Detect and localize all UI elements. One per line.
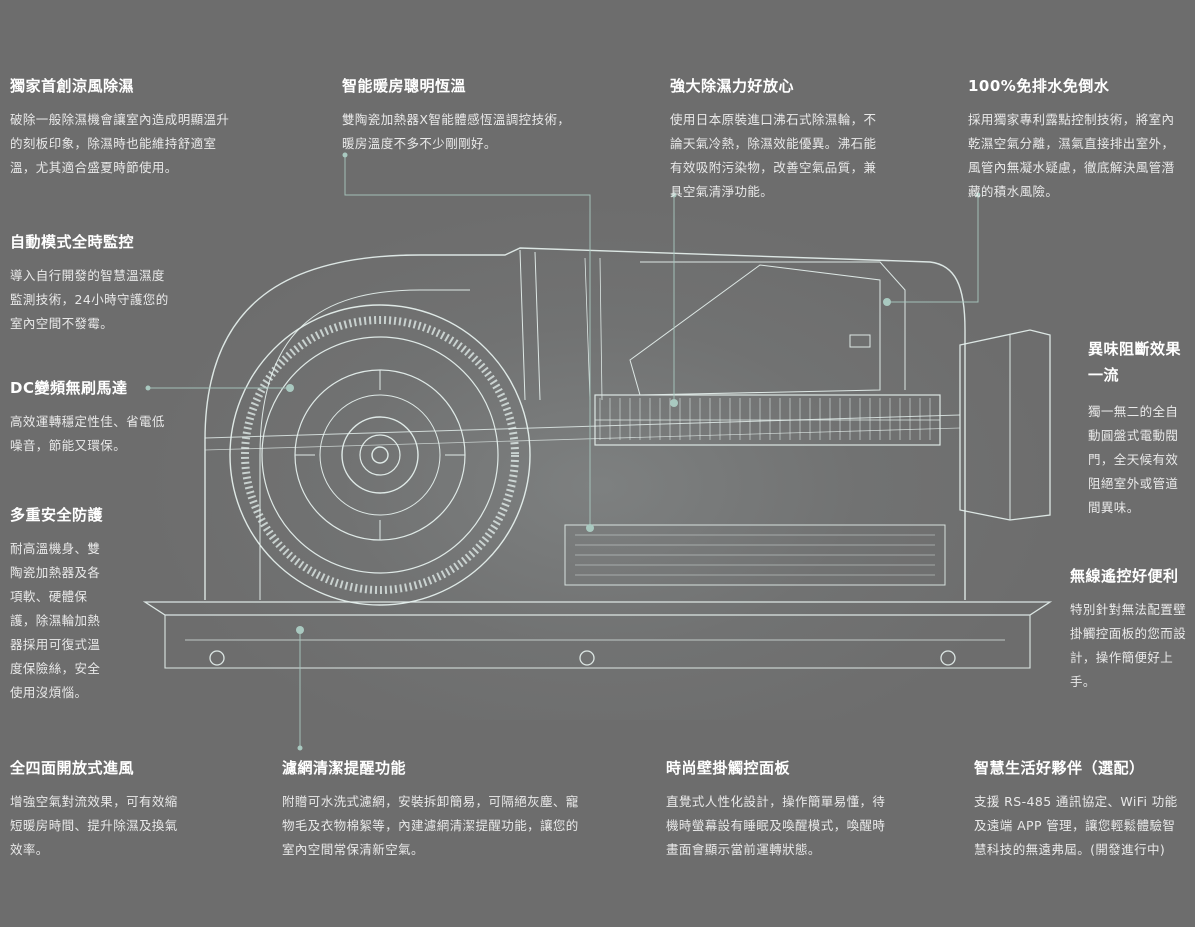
feature-auto-monitor: 自動模式全時監控 導入自行開發的智慧溫濕度監測技術，24小時守護您的室內空間不發… bbox=[10, 232, 170, 336]
housing-outline bbox=[204, 247, 966, 600]
product-glow bbox=[140, 200, 1060, 720]
feature-remote-control: 無線遙控好便利 特別針對無法配置壁掛觸控面板的您而設計，操作簡便好上手。 bbox=[1070, 566, 1188, 694]
feature-title: 智慧生活好夥伴（選配） bbox=[974, 759, 1145, 777]
callout-dots bbox=[145, 152, 981, 751]
feature-title: 無線遙控好便利 bbox=[1070, 567, 1179, 585]
feature-title: 智能暖房聰明恆溫 bbox=[342, 77, 467, 95]
feature-title: 自動模式全時監控 bbox=[10, 233, 135, 251]
damper-box bbox=[959, 329, 1051, 521]
feature-description: 增強空氣對流效果，可有效縮短暖房時間、提升除濕及換氣效率。 bbox=[10, 794, 178, 857]
feature-title: 多重安全防護 bbox=[10, 506, 104, 524]
feature-title: 獨家首創涼風除濕 bbox=[10, 77, 135, 95]
feature-description: 獨一無二的全自動圓盤式電動閥門，全天候有效阻絕室外或管道間異味。 bbox=[1088, 404, 1179, 515]
bottom-panel bbox=[142, 601, 1053, 669]
callout-lines bbox=[148, 155, 979, 748]
feature-title: 強大除濕力好放心 bbox=[670, 77, 795, 95]
feature-description: 特別針對無法配置壁掛觸控面板的您而設計，操作簡便好上手。 bbox=[1070, 602, 1187, 689]
feature-title: 全四面開放式進風 bbox=[10, 759, 135, 777]
feature-description: 耐高溫機身、雙陶瓷加熱器及各項軟、硬體保護，除濕輪加熱器採用可復式溫度保險絲，安… bbox=[10, 541, 101, 700]
feature-description: 直覺式人性化設計，操作簡單易懂，待機時螢幕設有睡眠及喚醒模式，喚醒時畫面會顯示當… bbox=[666, 794, 886, 857]
feature-smart-heating: 智能暖房聰明恆溫 雙陶瓷加熱器X智能體感恆溫調控技術，暖房溫度不多不少剛剛好。 bbox=[342, 76, 572, 156]
feature-wall-panel: 時尚壁掛觸控面板 直覺式人性化設計，操作簡單易懂，待機時螢幕設有睡眠及喚醒模式，… bbox=[666, 758, 894, 862]
feature-cool-dehumidify: 獨家首創涼風除濕 破除一般除濕機會讓室內造成明顯溫升的刻板印象，除濕時也能維持舒… bbox=[10, 76, 240, 180]
feature-dc-motor: DC變頻無刷馬達 高效運轉穩定性佳、省電低噪音，節能又環保。 bbox=[10, 378, 170, 458]
feature-title: DC變頻無刷馬達 bbox=[10, 379, 128, 397]
feature-description: 雙陶瓷加熱器X智能體感恆溫調控技術，暖房溫度不多不少剛剛好。 bbox=[342, 112, 571, 151]
feature-title: 100%免排水免倒水 bbox=[968, 77, 1110, 95]
feature-description: 附贈可水洗式濾網，安裝拆卸簡易，可隔絕灰塵、寵物毛及衣物棉絮等，內建濾網清潔提醒… bbox=[282, 794, 579, 857]
feature-description: 破除一般除濕機會讓室內造成明顯溫升的刻板印象，除濕時也能維持舒適室溫，尤其適合盛… bbox=[10, 112, 230, 175]
feature-odor-block: 異味阻斷效果一流 獨一無二的全自動圓盤式電動閥門，全天候有效阻絕室外或管道間異味… bbox=[1088, 336, 1188, 520]
feature-smart-life: 智慧生活好夥伴（選配） 支援 RS-485 通訊協定、WiFi 功能及遠端 AP… bbox=[974, 758, 1188, 862]
feature-four-side-intake: 全四面開放式進風 增強空氣對流效果，可有效縮短暖房時間、提升除濕及換氣效率。 bbox=[10, 758, 190, 862]
feature-safety: 多重安全防護 耐高溫機身、雙陶瓷加熱器及各項軟、硬體保護，除濕輪加熱器採用可復式… bbox=[10, 505, 110, 705]
feature-title: 濾網清潔提醒功能 bbox=[282, 759, 407, 777]
filter-block bbox=[564, 524, 946, 586]
feature-description: 使用日本原裝進口沸石式除濕輪，不論天氣冷熱，除濕效能優異。沸石能有效吸附污染物，… bbox=[670, 112, 877, 199]
feature-strong-dehumidify: 強大除濕力好放心 使用日本原裝進口沸石式除濕輪，不論天氣冷熱，除濕效能優異。沸石… bbox=[670, 76, 888, 204]
feature-title: 時尚壁掛觸控面板 bbox=[666, 759, 791, 777]
feature-title: 異味阻斷效果一流 bbox=[1088, 340, 1182, 384]
feature-description: 支援 RS-485 通訊協定、WiFi 功能及遠端 APP 管理，讓您輕鬆體驗智… bbox=[974, 794, 1178, 857]
feature-description: 高效運轉穩定性佳、省電低噪音，節能又環保。 bbox=[10, 414, 165, 453]
blower-wheel bbox=[229, 304, 531, 606]
feature-no-drainage: 100%免排水免倒水 採用獨家專利露點控制技術，將室內乾濕空氣分離，濕氣直接排出… bbox=[968, 76, 1186, 204]
feature-filter-reminder: 濾網清潔提醒功能 附贈可水洗式濾網，安裝拆卸簡易，可隔絕灰塵、寵物毛及衣物棉絮等… bbox=[282, 758, 582, 862]
feature-description: 導入自行開發的智慧溫濕度監測技術，24小時守護您的室內空間不發霉。 bbox=[10, 268, 169, 331]
feature-description: 採用獨家專利露點控制技術，將室內乾濕空氣分離，濕氣直接排出室外，風管內無凝水疑慮… bbox=[968, 112, 1175, 199]
